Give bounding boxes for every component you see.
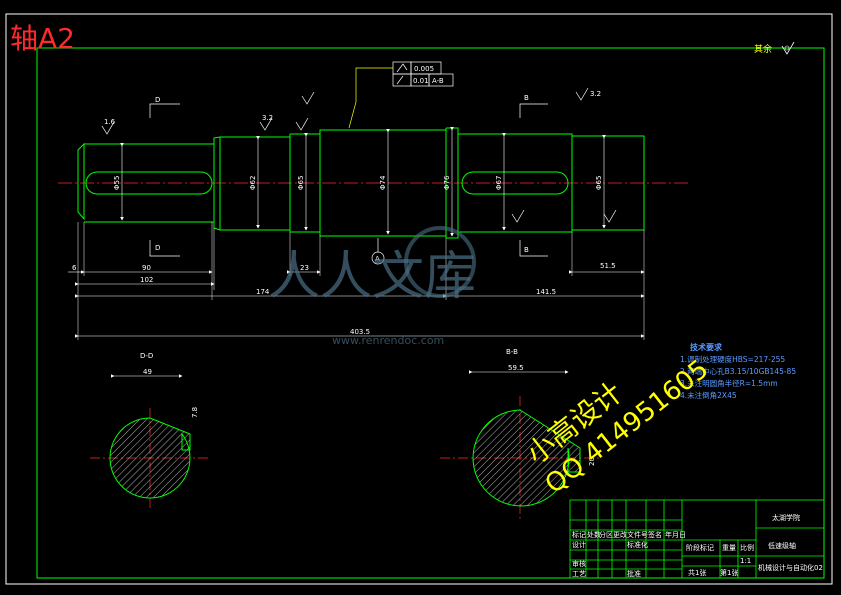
title-school: 太湖学院 — [772, 513, 800, 522]
tech-req-item: 2.两端中心孔B3.15/10GB145-85 — [680, 366, 796, 376]
tech-req-item: 4.未注倒角2X45 — [680, 390, 737, 400]
svg-text:0.01: 0.01 — [413, 77, 429, 85]
design-row: 设计 — [572, 540, 586, 549]
dim-l51-5: 51.5 — [600, 262, 616, 270]
sheet-cell: 共1张 — [688, 568, 706, 577]
runout-icon — [396, 63, 408, 73]
tech-req-title: 技术要求 — [690, 342, 723, 352]
keyway-left — [85, 171, 213, 195]
dim-d74: Φ74 — [379, 175, 387, 190]
datum-a: A — [371, 238, 385, 265]
dim-l102: 102 — [140, 276, 153, 284]
watermark-logo-icon — [404, 226, 476, 298]
dim-d65a: Φ65 — [297, 176, 305, 190]
dim-l23: 23 — [300, 264, 309, 272]
row-label: 分区 — [599, 530, 613, 539]
keyway-right — [461, 171, 569, 195]
watermark: 人人文库 www.renrendoc.com — [268, 226, 476, 347]
dim-d62: Φ62 — [249, 176, 257, 190]
svg-text:0.005: 0.005 — [414, 65, 434, 73]
row-label: 签名 — [648, 530, 662, 539]
row-label: 处数 — [587, 530, 601, 539]
sheet-cell: 第1张 — [720, 568, 738, 577]
watermark-text: 人人文库 — [268, 247, 476, 307]
outer-border — [5, 13, 833, 585]
dim-l141-5: 141.5 — [536, 288, 556, 296]
section-dd-width: 49 — [143, 368, 152, 376]
roughness-note: 其余 — [754, 43, 772, 55]
bottom-row: 批准 — [627, 569, 641, 578]
bottom-row: 审核 — [572, 559, 586, 568]
stage-cell: 阶段标记 — [686, 543, 714, 552]
shaft-profile — [77, 127, 645, 239]
dim-l174: 174 — [256, 288, 270, 296]
dim-l6: 6 — [72, 264, 77, 272]
svg-text:A-B: A-B — [432, 77, 444, 85]
bottom-row: 工艺 — [572, 570, 586, 578]
scale-cell: 1:1 — [740, 557, 751, 565]
overlay-stamp: 小高设计 QQ 414951605 — [520, 354, 714, 500]
section-bb-width: 59.5 — [508, 364, 524, 372]
runout-arrow-icon — [396, 75, 404, 85]
watermark-url: www.renrendoc.com — [332, 334, 444, 347]
title-part-name: 低速级轴 — [768, 541, 796, 550]
dim-d76: Φ76 — [443, 175, 451, 190]
dim-d65b: Φ65 — [595, 176, 603, 190]
section-marker-d-bottom: D — [155, 244, 160, 252]
dim-l403-5: 403.5 — [350, 328, 370, 336]
section-marker-b-top: B — [524, 94, 529, 102]
stage-cell: 比例 — [740, 543, 754, 552]
tech-req-item: 3.未注明圆角半径R=1.5mm — [680, 378, 778, 388]
section-dd-shape — [109, 417, 191, 499]
section-dd-title: D-D — [140, 352, 153, 360]
section-bb-depth: 20 — [588, 457, 596, 466]
dim-d67: Φ67 — [495, 176, 503, 190]
row-label: 标记 — [572, 530, 586, 539]
tech-requirements: 技术要求 1.调制处理硬度HBS=217-255 2.两端中心孔B3.15/10… — [680, 342, 796, 400]
inner-border — [36, 47, 825, 579]
dim-l90: 90 — [142, 264, 151, 272]
sheet-title: 轴A2 — [10, 22, 75, 55]
section-marker-b-bottom: B — [524, 246, 529, 254]
row-label: 年月日 — [665, 530, 686, 539]
title-block — [569, 499, 825, 579]
design-row: 标准化 — [627, 540, 648, 549]
section-bb-shape — [472, 409, 581, 507]
roughness-r1: 1.6 — [104, 118, 116, 126]
stage-cell: 重量 — [722, 544, 736, 552]
tolerance-frame: 0.005 0.01 A-B — [348, 61, 454, 129]
roughness-r2: 3.2 — [262, 114, 273, 122]
dim-d55: Φ55 — [113, 176, 121, 190]
svg-text:A: A — [375, 255, 380, 263]
tech-req-item: 1.调制处理硬度HBS=217-255 — [680, 354, 785, 364]
section-bb-title: B-B — [506, 348, 518, 356]
section-dd-depth: 7.8 — [191, 407, 199, 418]
title-sub-label: 机械设计与自动化02 — [758, 563, 823, 572]
section-marker-d-top: D — [155, 96, 160, 104]
roughness-symbol-icon — [781, 41, 795, 55]
row-label: 更改文件号 — [613, 530, 648, 539]
roughness-r3: 3.2 — [590, 90, 601, 98]
